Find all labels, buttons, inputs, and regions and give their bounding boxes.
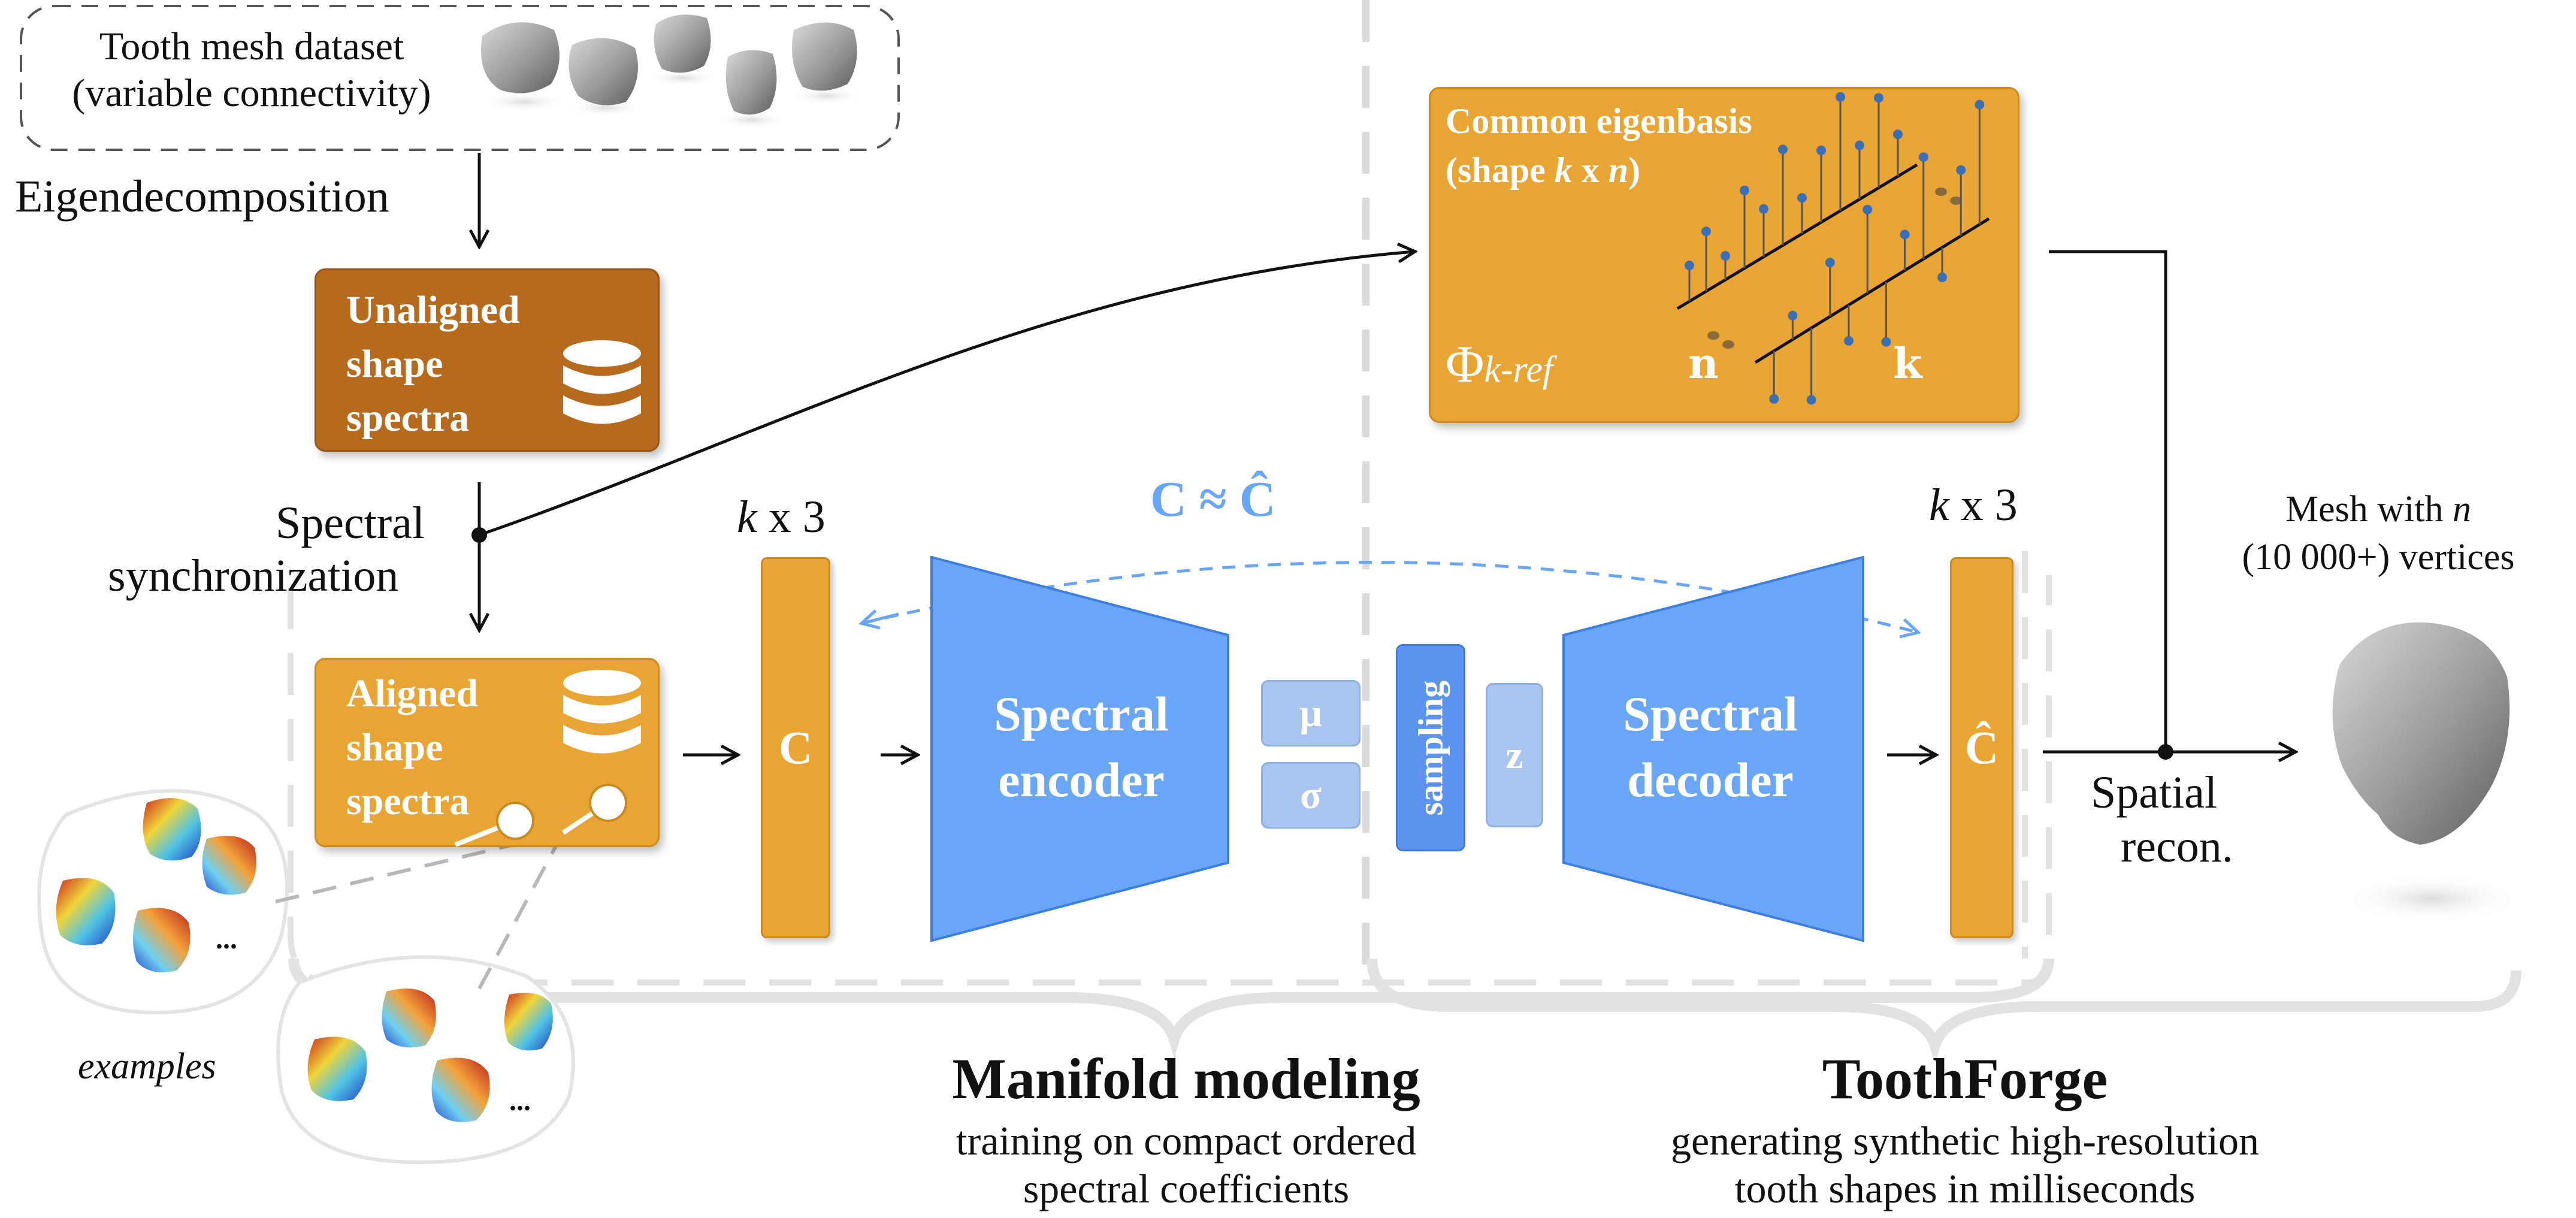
eigenbasis-title-line2: (shape k x n) [1446,150,1641,190]
tooth-icon [792,22,857,91]
spatial-recon-line1: Spatial [2091,767,2218,818]
unaligned-spectra-box: Unaligned shape spectra [315,268,660,452]
tooth-icon [654,14,711,73]
spectral-sync-line1: Spectral [276,498,425,548]
heat-tooth-icon [132,908,191,972]
unaligned-line2: shape [346,342,443,386]
spectral-decoder-shape [1562,555,1864,942]
heat-tooth-icon [431,1057,490,1122]
manifold-modeling-sub1: training on compact ordered [956,1118,1417,1163]
heat-tooth-icon [307,1036,367,1101]
decoder-line1: Spectral [1623,687,1798,741]
dataset-label-line2: (variable connectivity) [72,71,431,115]
toothforge-brace [1366,958,2521,1064]
tooth-shadow [482,92,566,111]
mesh-shadow [2342,875,2522,923]
k-x-3-left: k x 3 [737,492,826,542]
toothforge-title: ToothForge [1822,1047,2108,1111]
eigenbasis-axis-n: n [1688,338,1719,388]
recon-junction-dot [2158,744,2173,760]
arrow-sync-to-eigenbasis [479,252,1414,537]
c-hat-coefficient-bar: Ĉ [1950,557,2013,938]
eigenbasis-axis-k: k [1893,338,1922,388]
mesh-output-line1: Mesh with n [2285,489,2471,530]
zoom-dash [477,832,565,990]
output-mesh-tooth-icon [2332,622,2510,845]
toothforge-sub2: tooth shapes in milliseconds [1734,1166,2196,1211]
heat-tooth-icon [143,798,201,861]
unaligned-line1: Unaligned [346,288,520,332]
spectral-encoder-shape [930,555,1229,942]
phi-k-ref-label: Φk-ref [1446,336,1553,394]
common-eigenbasis-box: Common eigenbasis (shape k x n) Φk-ref [1429,87,2019,423]
manifold-modeling-sub2: spectral coefficients [1023,1166,1350,1211]
spectral-sync-line2: synchronization [108,551,399,601]
aligned-line3: spectra [346,779,470,823]
z-chip: z [1486,683,1543,827]
heat-tooth-icon [56,878,116,945]
c-coefficient-bar: C [761,557,830,938]
aligned-spectra-box: Aligned shape spectra [315,658,660,847]
sampling-chip: sampling [1396,644,1465,851]
dataset-label-line1: Tooth mesh dataset [99,25,404,68]
heat-tooth-icon [202,836,256,895]
decoder-line2: decoder [1627,752,1794,807]
sampling-label: sampling [1411,680,1450,815]
examples-label: examples [78,1046,216,1087]
k-x-3-right: k x 3 [1929,480,2018,530]
unaligned-line3: spectra [346,396,470,440]
examples-ellipsis-2: ... [509,1085,531,1117]
mesh-output-line2: (10 000+) vertices [2242,537,2515,578]
approx-label: C ≈ Ĉ [1150,472,1276,527]
tooth-icon [569,38,638,105]
heat-tooth-icon [382,989,436,1048]
line-eigenbasis-to-recon [2049,250,2167,752]
tooth-shadow [791,87,863,104]
tooth-shadow [647,69,719,86]
eigendecomposition-label: Eigendecomposition [15,171,389,222]
examples-blob-2 [276,955,575,1165]
examples-ellipsis-1: ... [216,923,237,955]
toothforge-sub1: generating synthetic high-resolution [1671,1118,2259,1163]
tooth-shadow [566,99,644,116]
tooth-shadow [716,111,788,128]
heat-tooth-icon [504,993,553,1051]
tooth-icon [725,50,777,115]
aligned-line2: shape [346,726,443,769]
approx-arc-start-arrow [863,614,899,623]
eigenbasis-title-line1: Common eigenbasis [1446,101,1752,141]
encoder-line2: encoder [998,752,1165,807]
encoder-line1: Spectral [994,687,1169,741]
tooth-icon [481,22,560,93]
mu-chip: μ [1261,680,1360,746]
aligned-line1: Aligned [346,672,479,715]
spatial-recon-line2: recon. [2121,821,2233,872]
manifold-modeling-title: Manifold modeling [952,1047,1420,1111]
sigma-chip: σ [1261,762,1360,829]
